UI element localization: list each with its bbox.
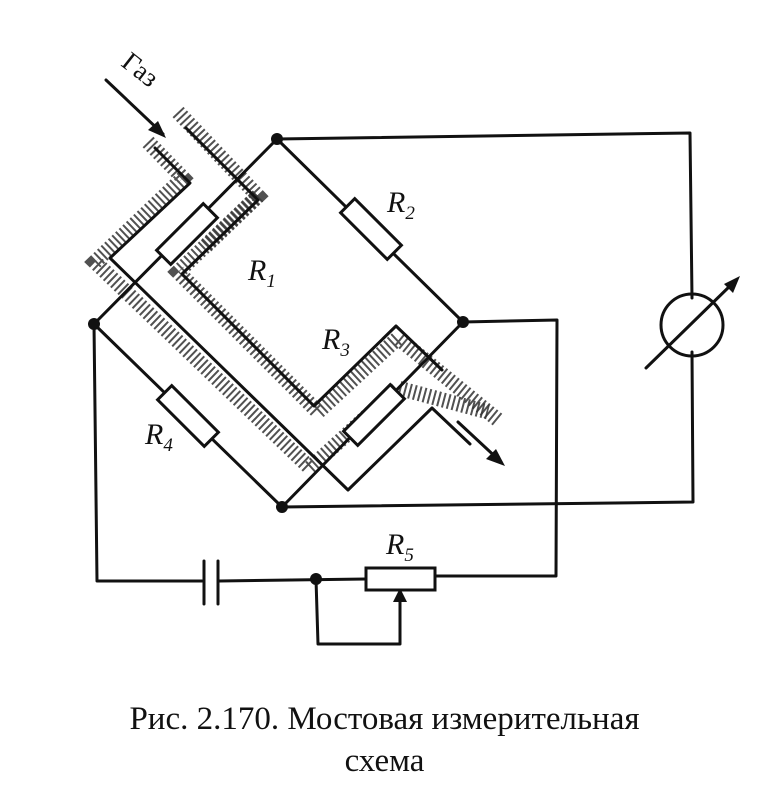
- resistor-r1: [154, 201, 220, 267]
- galvanometer: [644, 276, 740, 370]
- label-r4: R4: [144, 418, 173, 456]
- gas-inlet-arrow: [104, 78, 166, 138]
- caption-line-1: Рис. 2.170. Мостовая измерительная: [129, 701, 640, 737]
- resistor-r2: [338, 196, 404, 262]
- node-right: [457, 316, 469, 328]
- node-bottom: [276, 501, 288, 513]
- label-r3: R3: [321, 323, 350, 361]
- node-r5: [310, 573, 322, 585]
- figure-caption: Рис. 2.170. Мостовая измерительная схема: [0, 698, 769, 782]
- gas-label: Газ: [116, 46, 164, 93]
- gas-channel-walls: [108, 126, 472, 492]
- resistor-r4: [155, 383, 221, 449]
- label-r5: R5: [385, 528, 414, 566]
- node-left: [88, 318, 100, 330]
- label-r2: R2: [386, 186, 415, 224]
- node-top: [271, 133, 283, 145]
- resistor-r5: [364, 566, 437, 592]
- junction-nodes: [88, 133, 469, 585]
- resistor-r3: [341, 382, 407, 448]
- caption-line-2: схема: [344, 743, 425, 779]
- label-r1: R1: [247, 254, 276, 292]
- capacitor: [202, 559, 220, 606]
- gas-outlet-arrow: [456, 420, 505, 466]
